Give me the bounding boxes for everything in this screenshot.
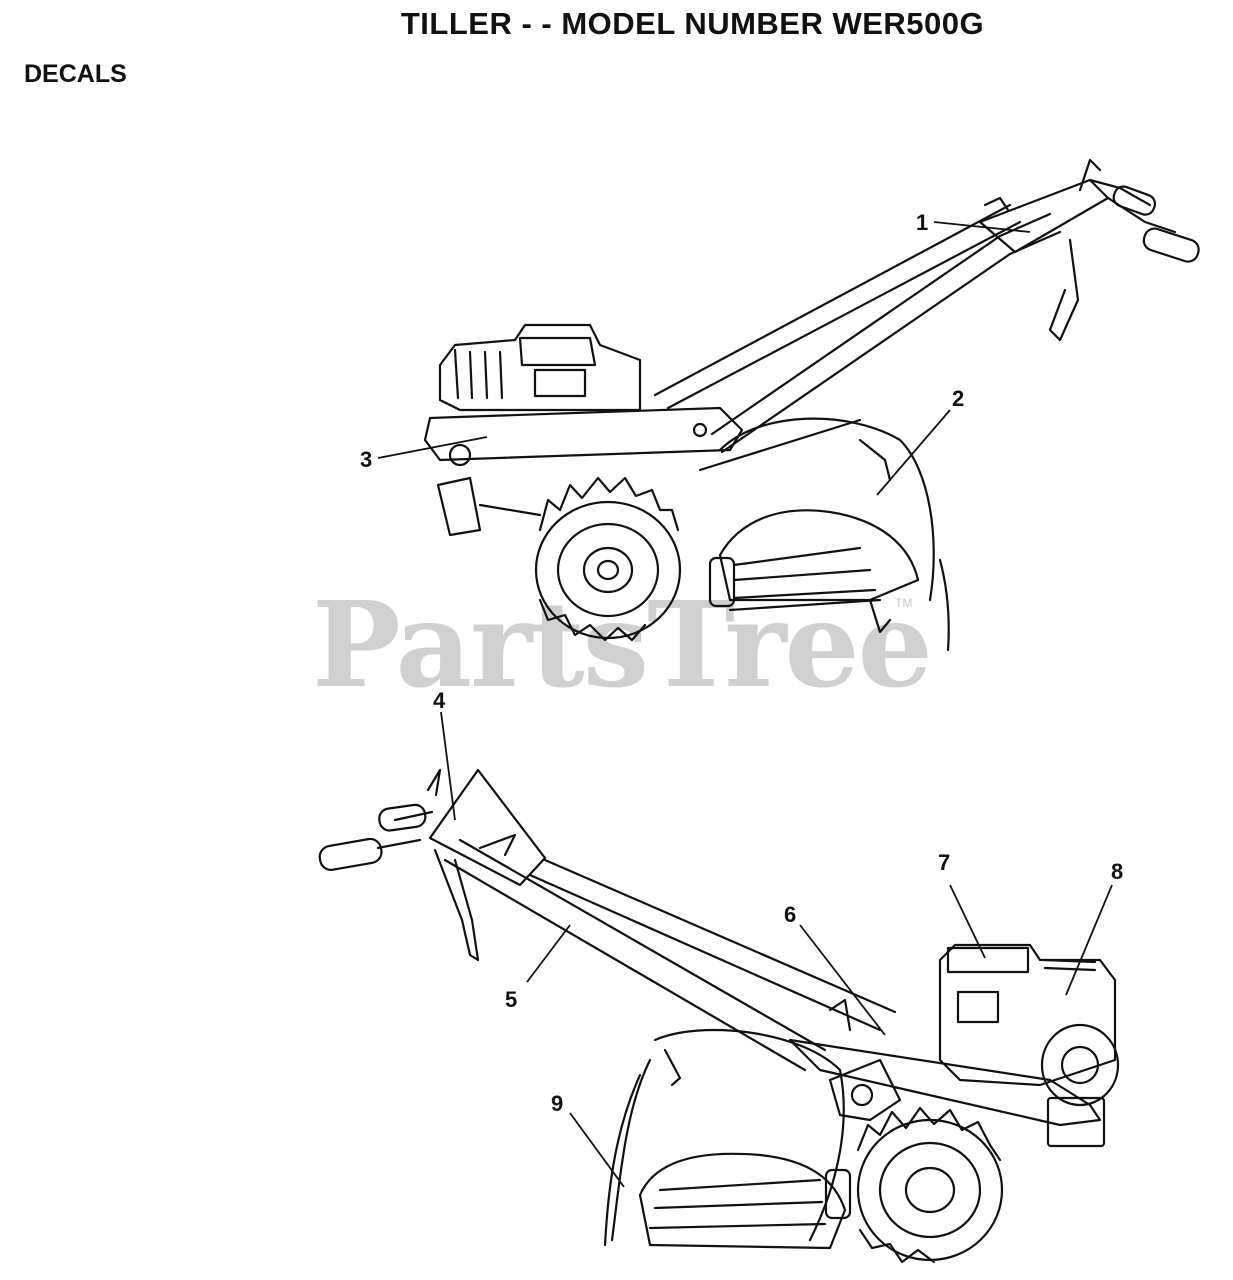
tiller-illustration-top [423,158,1200,652]
callout-9: 9 [551,1091,563,1116]
callout-7: 7 [938,850,950,875]
leader-lines-top [377,221,1031,496]
watermark-logo: PartsTree [312,575,933,714]
callout-4: 4 [433,688,446,713]
leader-lines-bottom [440,711,1113,1188]
callout-1: 1 [916,210,928,235]
callout-3: 3 [360,447,372,472]
tiller-illustration-bottom [318,768,1120,1264]
page-title: TILLER - - MODEL NUMBER WER500G [400,6,985,41]
callout-8: 8 [1111,859,1123,884]
watermark-trademark: TM [895,596,913,610]
section-heading: DECALS [24,60,127,88]
callout-6: 6 [784,902,796,927]
callout-2: 2 [952,386,964,411]
callout-5: 5 [505,987,517,1012]
